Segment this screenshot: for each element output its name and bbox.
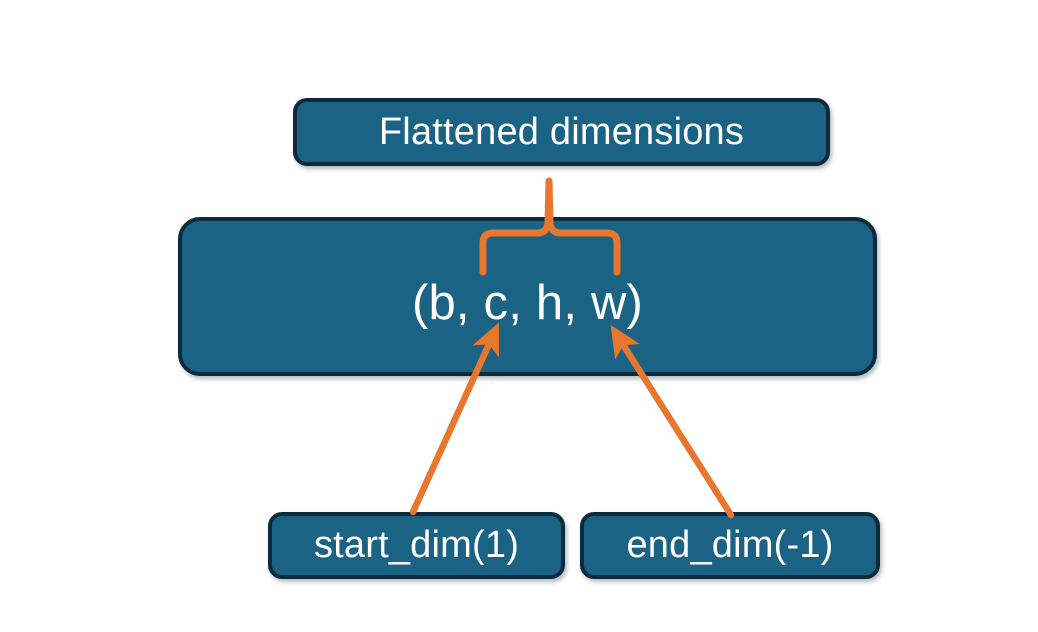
node-end-dim-label: end_dim(-1) [626, 524, 834, 566]
node-flattened-dimensions-label: Flattened dimensions [378, 110, 745, 153]
node-flattened-dimensions[interactable]: Flattened dimensions [293, 98, 830, 166]
node-start-dim[interactable]: start_dim(1) [268, 512, 565, 579]
node-tensor-shape[interactable]: (b, c, h, w) [178, 217, 877, 376]
node-tensor-shape-label: (b, c, h, w) [411, 275, 644, 330]
node-end-dim[interactable]: end_dim(-1) [580, 512, 880, 579]
node-start-dim-label: start_dim(1) [313, 524, 520, 566]
